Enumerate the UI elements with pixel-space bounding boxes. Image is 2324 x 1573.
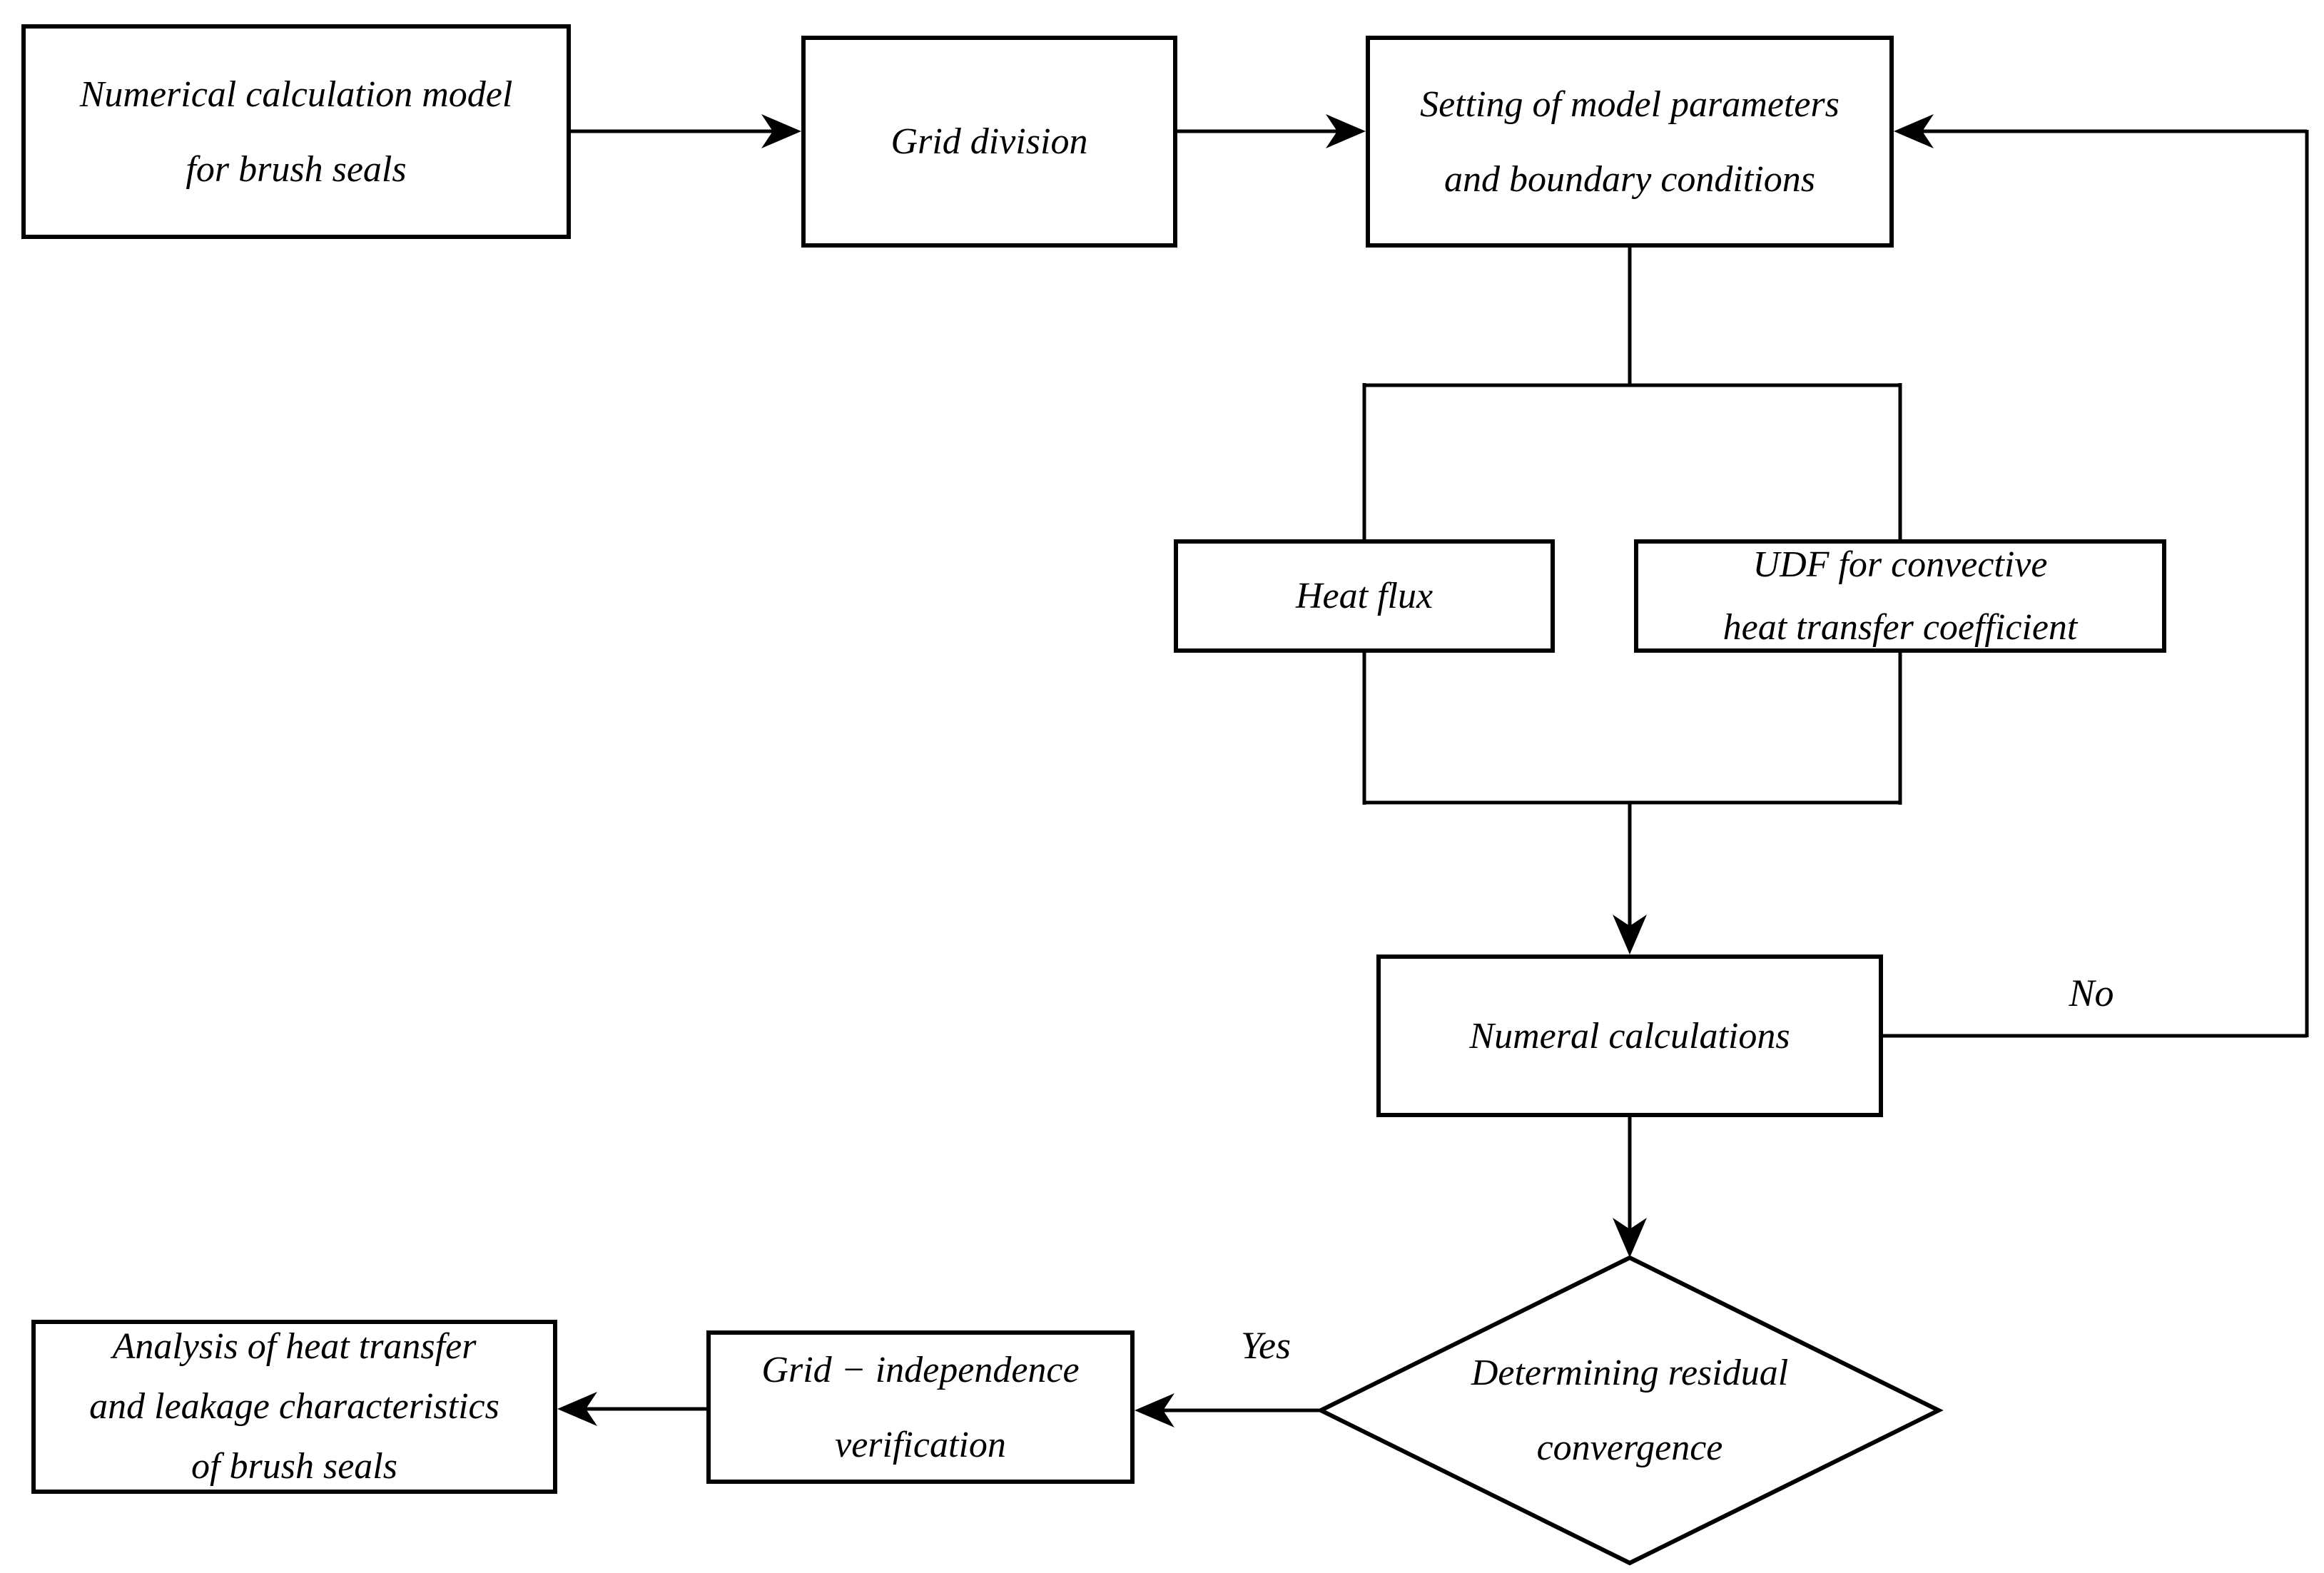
arrowhead-into-grid-division-icon [761,114,801,148]
node-numerical-calculation-model: Numerical calculation model for brush se… [21,24,571,239]
edge-label-yes: Yes [1240,1324,1292,1367]
node-text-line: Determining residual [1471,1353,1789,1393]
node-numeral-calculations: Numeral calculations [1376,955,1883,1117]
node-text-line: Heat flux [1295,576,1434,616]
arrowhead-into-grid-independence-icon [1135,1393,1174,1427]
node-text-line: and leakage characteristics [89,1386,499,1427]
node-decision-residual-convergence: Determining residual convergence [1344,1318,1915,1503]
node-text-line: of brush seals [191,1446,397,1487]
node-text-line: verification [835,1424,1006,1465]
node-settings-model-parameters: Setting of model parameters and boundary… [1366,36,1894,248]
arrowhead-into-numeral-icon [1613,915,1647,955]
arrowhead-into-analysis-icon [557,1392,597,1426]
node-text-line: Grid division [890,121,1088,162]
arrowhead-into-settings-icon [1326,114,1366,148]
node-heat-flux: Heat flux [1174,539,1555,653]
arrowhead-into-decision-icon [1613,1218,1647,1258]
decision-diamond-shape [1316,1255,1944,1566]
node-udf-convective-coefficient: UDF for convective heat transfer coeffic… [1634,539,2166,653]
node-grid-independence-verification: Grid − independence verification [706,1330,1135,1484]
node-text-line: Setting of model parameters [1420,83,1840,125]
node-analysis-heat-transfer-leakage: Analysis of heat transfer and leakage ch… [31,1320,557,1494]
node-text-line: Numerical calculation model [79,73,513,115]
node-text-line: heat transfer coefficient [1722,606,2078,648]
node-text-line: Numeral calculations [1469,1015,1790,1057]
node-text-line: Grid − independence [761,1349,1080,1390]
node-text-line: and boundary conditions [1444,158,1815,200]
edge-label-no: No [2069,972,2114,1014]
node-text-line: UDF for convective [1752,544,2048,585]
node-text-line: convergence [1536,1427,1723,1468]
node-text-line: Analysis of heat transfer [112,1326,477,1367]
node-text-line: for brush seals [186,148,407,190]
arrowhead-no-into-settings-icon [1894,114,1934,148]
node-grid-division: Grid division [801,36,1177,248]
